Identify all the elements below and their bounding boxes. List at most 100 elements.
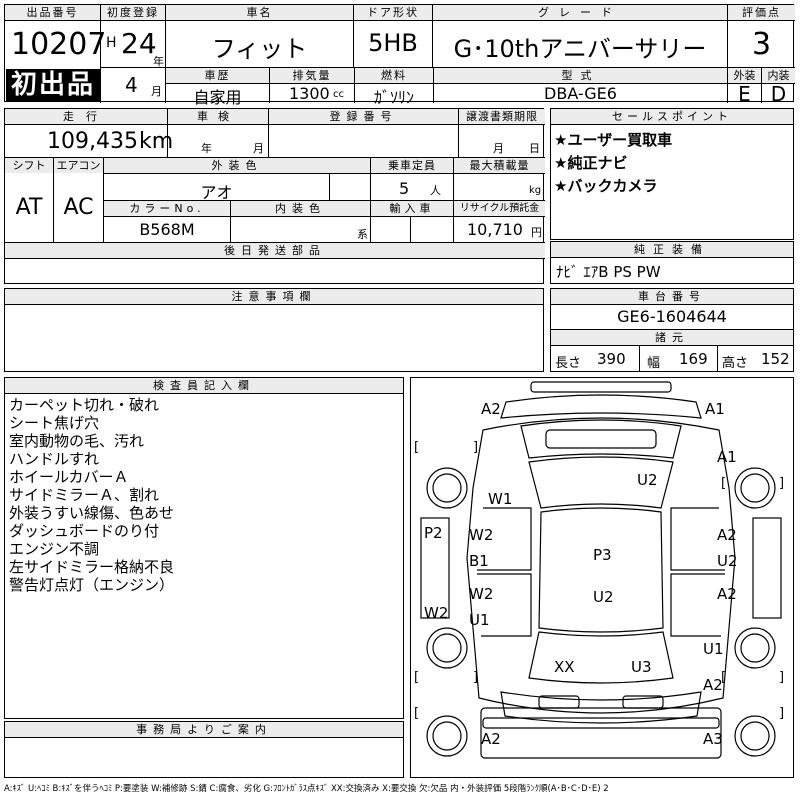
transfer-label: 譲渡書類期限: [459, 109, 545, 124]
fuel: ｶﾞｿﾘﾝ: [373, 88, 414, 107]
bracket: ]: [779, 476, 785, 491]
damage-mark: U3: [631, 658, 652, 676]
length-value: 390: [597, 350, 626, 368]
ac-label: エアコン: [54, 158, 103, 173]
equipment-label: 純正装備: [551, 242, 793, 257]
exterior-grade: E: [738, 82, 751, 106]
car-diagram: A2 A1 A1 U2 W1 P2 W2 A2 B1 P3 U2 W2 U2 W…: [410, 377, 794, 778]
displacement-unit: cc: [333, 89, 344, 100]
damage-mark: P3: [593, 546, 612, 564]
inspector-notes-block: 検査員記入欄 カーペット切れ・破れ シート焦げ穴 室内動物の毛、汚れ ハンドルす…: [4, 377, 404, 719]
displacement: 1300: [289, 84, 330, 103]
max-load-label: 最大積載量: [454, 158, 545, 173]
recycle-unit: 円: [531, 226, 542, 239]
damage-mark: W2: [424, 604, 449, 622]
model: DBA-GE6: [544, 84, 617, 103]
inspector-line: ホイールカバーＡ: [9, 468, 129, 486]
bracket: ]: [779, 706, 785, 721]
vehicle-info-block: 走行 車検 登録番号 譲渡書類期限 109,435 km 年 月 月 日 シフト…: [4, 108, 545, 284]
shift-label: シフト: [5, 158, 53, 173]
damage-mark: U2: [593, 588, 614, 606]
max-load-unit: kg: [529, 185, 542, 196]
inspector-line: ハンドルすれ: [9, 450, 100, 468]
chassis-label: 車台番号: [551, 289, 793, 304]
score: 3: [751, 27, 772, 62]
inspector-line: 外装うすい線傷、色あせ: [9, 504, 175, 522]
header-block: 出品番号 10207 初出品 初度登録 H 24 年 4 月 車名 フィット ド…: [4, 4, 795, 107]
office-label: 事務局よりご案内: [5, 722, 403, 737]
first-reg-label: 初度登録: [101, 5, 165, 20]
bracket: ]: [473, 440, 479, 455]
car-outline-svg: [420, 381, 782, 759]
lot-no: 10207: [11, 27, 107, 62]
mileage: 109,435: [47, 129, 138, 154]
car-name: フィット: [211, 35, 308, 63]
inspection-month-unit: 月: [253, 142, 264, 155]
damage-mark: A2: [703, 676, 723, 694]
damage-mark: U2: [637, 471, 658, 489]
equipment-value: ﾅﾋﾞ ｴｱB PS PW: [556, 263, 661, 281]
lot-no-label: 出品番号: [5, 5, 100, 20]
bracket: ]: [473, 670, 479, 685]
selling-point-3: ★バックカメラ: [554, 177, 658, 195]
damage-mark: W2: [469, 585, 494, 603]
bracket: [: [721, 476, 727, 491]
inspection-label: 車検: [168, 109, 268, 124]
inspector-line: エンジン不調: [9, 540, 100, 558]
damage-mark: A1: [717, 448, 737, 466]
inspector-line: 室内動物の毛、汚れ: [9, 432, 145, 450]
damage-mark: XX: [554, 658, 575, 676]
damage-mark: W2: [469, 526, 494, 544]
door-label: ドア形状: [354, 5, 432, 20]
inspector-line: カーペット切れ・破れ: [9, 396, 160, 414]
grade: G･10thアニバーサリー: [453, 35, 707, 63]
color-no-label: カラーNo.: [104, 201, 230, 216]
notes-label: 注意事項欄: [5, 289, 543, 304]
interior-label: 内装: [762, 68, 795, 83]
mileage-unit: km: [139, 129, 174, 154]
door-type: 5HB: [368, 29, 418, 57]
inspector-line: 警告灯点灯（エンジン）: [9, 576, 175, 594]
displacement-label: 排気量: [270, 68, 354, 83]
height-label: 高さ: [722, 356, 749, 371]
equipment-block: 純正装備 ﾅﾋﾞ ｴｱB PS PW: [550, 241, 794, 284]
bracket: [: [721, 670, 727, 685]
damage-mark: A2: [717, 526, 737, 544]
capacity-label: 乗車定員: [371, 158, 453, 173]
damage-mark: U2: [717, 552, 738, 570]
capacity: 5: [399, 179, 410, 198]
bracket: [: [414, 706, 420, 721]
reg-year: 24: [121, 27, 157, 60]
int-color-label: 内装色: [231, 201, 370, 216]
capacity-unit: 人: [430, 184, 441, 197]
bracket: ]: [779, 670, 785, 685]
inspector-line: ダッシュボードのり付: [9, 522, 160, 540]
office-block: 事務局よりご案内: [4, 721, 404, 778]
reg-no-label: 登録番号: [269, 109, 458, 124]
mileage-label: 走行: [5, 109, 167, 124]
damage-mark: A2: [717, 585, 737, 603]
recycle-label: リサイクル預託金: [454, 201, 545, 216]
car-name-label: 車名: [166, 5, 353, 20]
bracket: [: [414, 440, 420, 455]
damage-mark: U1: [703, 640, 724, 658]
selling-points-label: セールスポイント: [551, 109, 793, 124]
damage-mark: B1: [469, 552, 489, 570]
inspector-label: 検査員記入欄: [5, 378, 403, 393]
selling-point-1: ★ユーザー買取車: [554, 131, 673, 149]
damage-mark: P2: [424, 524, 443, 542]
transfer-month-unit: 月: [493, 142, 504, 155]
color-no: B568M: [139, 220, 195, 239]
ext-color-label: 外装色: [104, 158, 370, 173]
width-label: 幅: [647, 356, 661, 371]
chassis-number: GE6-1604644: [617, 307, 727, 326]
damage-mark: A1: [705, 400, 725, 418]
recycle-fee: 10,710: [467, 220, 523, 239]
reg-year-unit: 年: [153, 55, 164, 68]
legend: A:ｷｽﾞ U:ﾍｺﾐ B:ｷｽﾞを伴うﾍｺﾐ P:要塗装 W:補修跡 S:錆 …: [4, 784, 609, 794]
ext-color: アオ: [200, 183, 233, 202]
inspector-line: サイドミラーＡ、割れ: [9, 486, 160, 504]
length-label: 長さ: [555, 356, 582, 371]
era: H: [106, 35, 117, 51]
inspector-line: 左サイドミラー格納不良: [9, 558, 175, 576]
